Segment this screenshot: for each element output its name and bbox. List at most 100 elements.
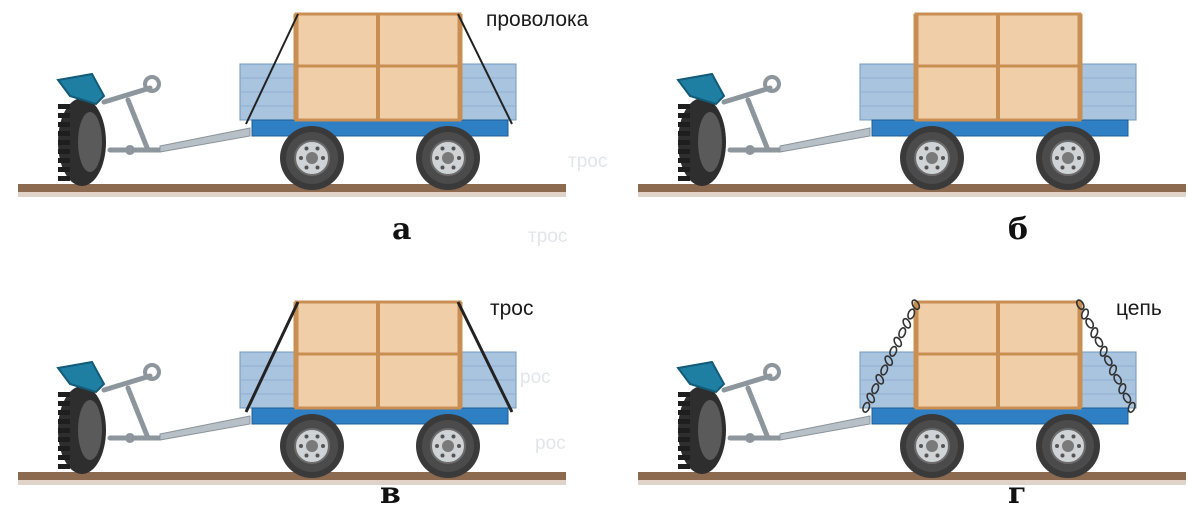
- wheel-bolt: [1060, 146, 1065, 151]
- ground: [18, 472, 566, 480]
- wheel-hub: [306, 152, 318, 164]
- ghost-text-1: трос: [568, 151, 608, 172]
- chain-right: [1108, 364, 1118, 376]
- annotation-chain: цепь: [1116, 297, 1162, 320]
- chain-left: [889, 345, 898, 357]
- tractor-linkage: [721, 373, 783, 441]
- wheel-bolt: [1060, 434, 1065, 439]
- wheel-bolt: [451, 453, 456, 458]
- linkage-joint: [125, 145, 135, 155]
- wheel-bolt: [941, 444, 945, 448]
- linkage-joint: [745, 145, 755, 155]
- tractor-fender: [56, 360, 106, 394]
- chain-left: [902, 317, 912, 329]
- wheel-bolt: [304, 165, 309, 170]
- wheel-bolt: [451, 146, 456, 151]
- drawbar: [779, 127, 871, 153]
- tire-tread: [678, 167, 690, 172]
- tire-tread: [678, 176, 690, 181]
- wheel-bolt: [1071, 165, 1076, 170]
- tractor-linkage: [101, 85, 163, 153]
- tire-tread: [678, 158, 690, 163]
- wheel-bolt: [304, 146, 309, 151]
- wheel-bolt: [435, 444, 439, 448]
- tire-tread: [58, 392, 70, 397]
- tire-tread: [58, 455, 70, 460]
- tire-tread: [678, 437, 690, 442]
- wheel-bolt: [440, 453, 445, 458]
- ground: [638, 472, 1186, 480]
- wheel-bolt: [924, 146, 929, 151]
- wheel-bolt: [935, 146, 940, 151]
- annotation-rope: трос: [490, 297, 534, 320]
- wheel-bolt: [451, 434, 456, 439]
- wire-right: [457, 13, 513, 125]
- tire-tread: [678, 455, 690, 460]
- tire-tread: [58, 401, 70, 406]
- tire-tread: [58, 167, 70, 172]
- tire-tread: [58, 428, 70, 433]
- tire-tread: [58, 419, 70, 424]
- tire-tread: [58, 140, 70, 145]
- wheel-bolt: [935, 165, 940, 170]
- tire-tread: [58, 113, 70, 118]
- wheel-bolt: [941, 156, 945, 160]
- tire-tread: [678, 131, 690, 136]
- wheel-bolt: [1055, 156, 1059, 160]
- panel-label-g: г: [1008, 476, 1027, 511]
- wheel-bolt: [1077, 444, 1081, 448]
- wheel-bolt: [440, 165, 445, 170]
- chain-left: [866, 392, 876, 404]
- wheel-bolt: [1077, 156, 1081, 160]
- chain-right: [1127, 401, 1136, 413]
- ghost-text-2: трос: [528, 226, 568, 247]
- wheel-hub: [926, 152, 938, 164]
- tire-tread: [58, 176, 70, 181]
- wheel-bolt: [435, 156, 439, 160]
- wheel-bolt: [457, 444, 461, 448]
- chain-left: [884, 355, 894, 367]
- chain-left: [907, 308, 916, 320]
- tire-tread: [58, 104, 70, 109]
- drawbar: [159, 415, 251, 441]
- ground-shadow: [18, 192, 566, 197]
- chain-left: [880, 364, 889, 376]
- tractor-tire-inner: [78, 112, 102, 172]
- trailer-platform: [871, 119, 1129, 137]
- chain-left: [893, 336, 903, 348]
- panel-label-a: а: [392, 212, 412, 247]
- tire-tread: [58, 149, 70, 154]
- chain-right: [1118, 383, 1127, 395]
- wheel-bolt: [935, 434, 940, 439]
- wheel-hub: [1062, 152, 1074, 164]
- chain-right: [1103, 355, 1113, 367]
- wheel-bolt: [1071, 434, 1076, 439]
- chain-right: [1080, 308, 1090, 320]
- panel-b: [638, 12, 1186, 197]
- chain-right: [1090, 327, 1099, 339]
- wheel-bolt: [451, 165, 456, 170]
- wheel-bolt: [304, 434, 309, 439]
- wheel-bolt: [1071, 453, 1076, 458]
- tractor-tire-inner: [698, 112, 722, 172]
- chain-left: [875, 373, 885, 385]
- ground-shadow: [638, 480, 1186, 485]
- ground: [638, 184, 1186, 192]
- tire-tread: [58, 410, 70, 415]
- trailer-platform: [251, 407, 509, 425]
- wheel-hub: [926, 440, 938, 452]
- wheel-bolt: [315, 165, 320, 170]
- trailer-platform: [251, 119, 509, 137]
- tire-tread: [678, 419, 690, 424]
- drawbar: [159, 127, 251, 153]
- tire-tread: [678, 113, 690, 118]
- ghost-text-4: рос: [535, 433, 566, 454]
- wheel-bolt: [315, 453, 320, 458]
- chain-right: [1122, 392, 1132, 404]
- tire-tread: [678, 392, 690, 397]
- wheel-hub: [442, 440, 454, 452]
- tire-tread: [678, 464, 690, 469]
- wire-left: [245, 13, 299, 125]
- rope-right: [456, 301, 514, 413]
